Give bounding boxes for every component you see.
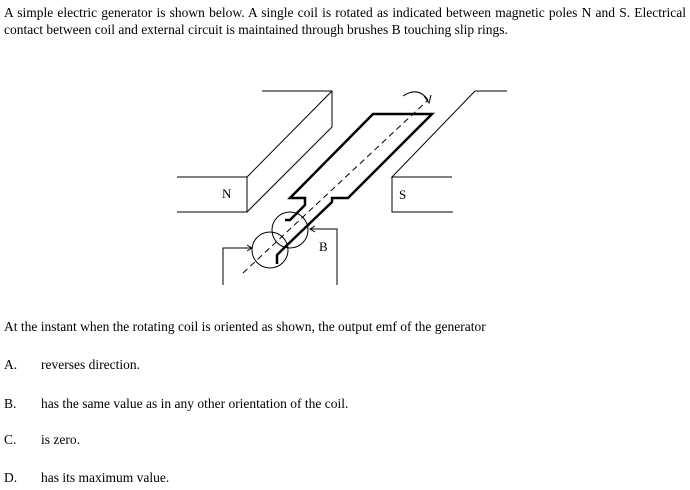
south-magnet	[390, 90, 507, 213]
option-d[interactable]: D.has its maximum value.	[4, 470, 170, 485]
option-a[interactable]: A.reverses direction.	[4, 357, 140, 372]
south-label: S	[399, 187, 406, 202]
north-magnet	[177, 90, 333, 213]
generator-diagram: N S B	[177, 90, 507, 285]
brush-right	[309, 225, 338, 285]
option-c[interactable]: C.is zero.	[4, 432, 80, 447]
option-b[interactable]: B.has the same value as in any other ori…	[4, 396, 349, 411]
question-text: At the instant when the rotating coil is…	[4, 319, 486, 334]
rotation-arrow-icon	[402, 91, 432, 105]
brush-label: B	[319, 239, 328, 254]
rotation-axis	[242, 99, 429, 274]
coil	[275, 112, 436, 264]
slip-rings	[251, 211, 309, 269]
brush-left	[222, 244, 253, 285]
question-stem: A simple electric generator is shown bel…	[4, 5, 686, 37]
north-label: N	[222, 186, 232, 201]
